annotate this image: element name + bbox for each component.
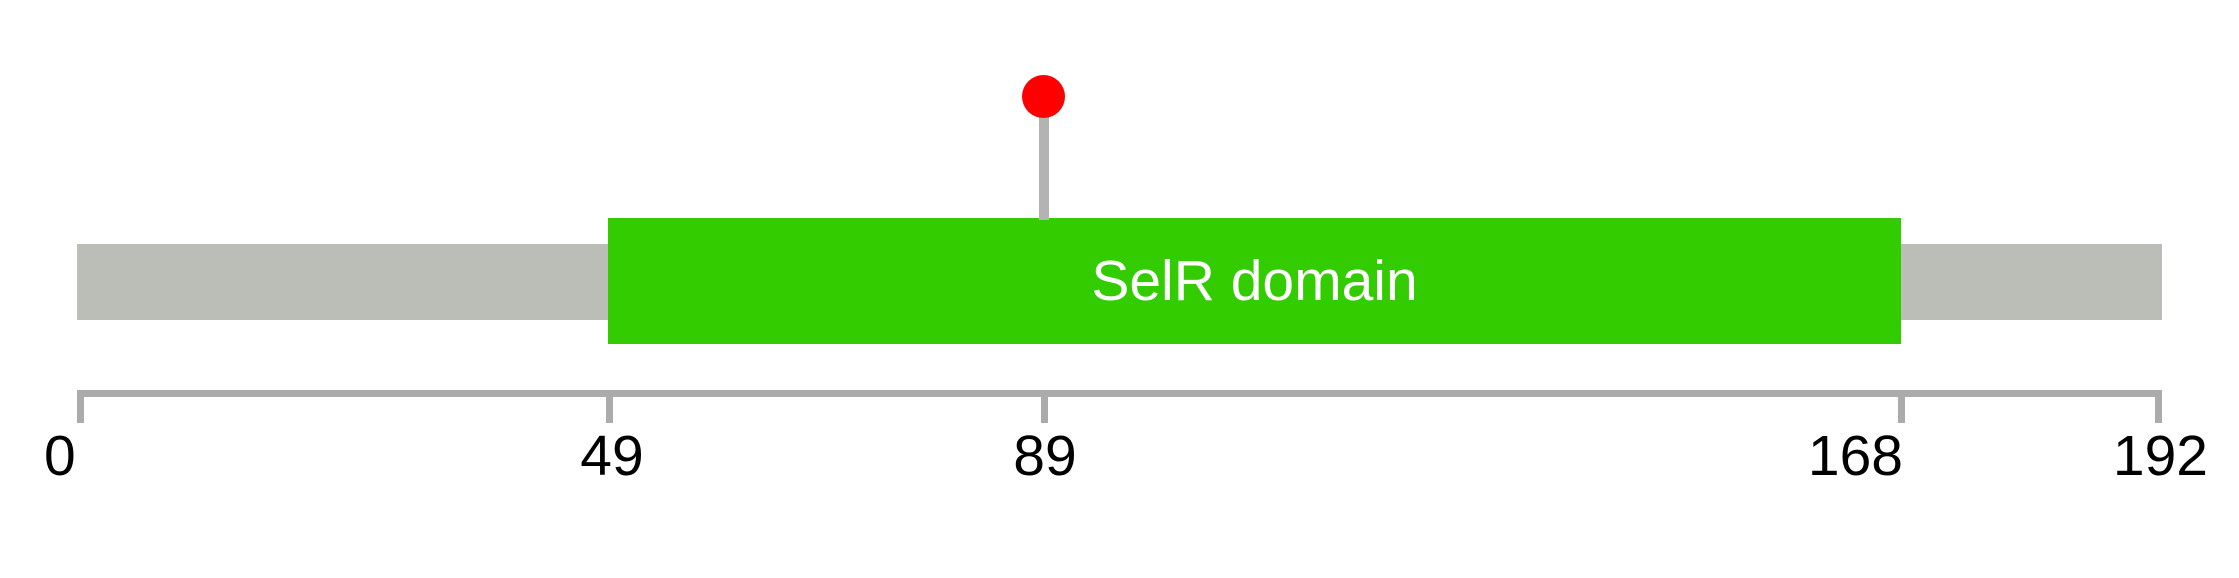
axis-tick-label-0: 0 bbox=[44, 424, 76, 488]
axis-tick-192 bbox=[2155, 390, 2162, 423]
mutation-marker-head[interactable] bbox=[1022, 75, 1065, 118]
axis-tick-label-49: 49 bbox=[580, 424, 644, 488]
domain-label: SelR domain bbox=[1091, 248, 1418, 313]
axis-tick-label-89: 89 bbox=[1013, 424, 1077, 488]
axis-tick-label-168: 168 bbox=[1807, 424, 1903, 488]
axis-line bbox=[77, 390, 2162, 397]
domain-block-selr[interactable]: SelR domain bbox=[608, 218, 1901, 344]
axis-tick-0 bbox=[77, 390, 84, 423]
axis-tick-168 bbox=[1898, 390, 1905, 423]
axis-tick-label-192: 192 bbox=[2112, 424, 2208, 488]
axis-tick-89 bbox=[1041, 390, 1048, 423]
axis-tick-49 bbox=[606, 390, 613, 423]
mutation-marker-stem bbox=[1039, 96, 1049, 220]
